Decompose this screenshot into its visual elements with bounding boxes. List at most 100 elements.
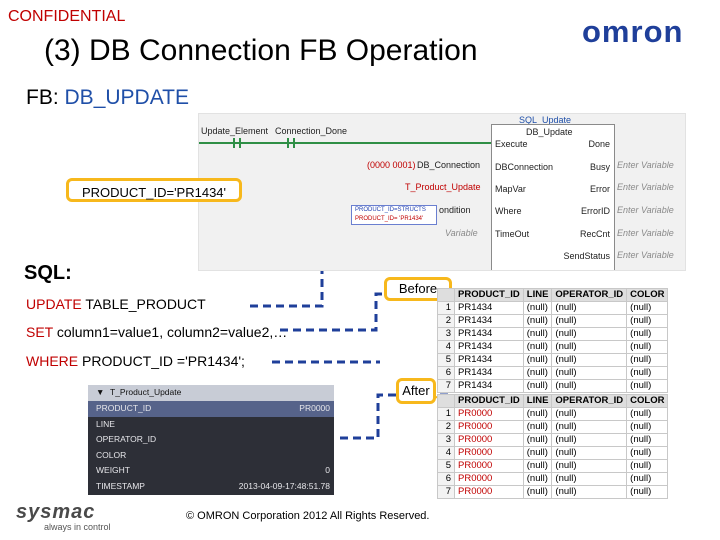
sql-kw-update: UPDATE — [26, 296, 82, 312]
table-cell: PR1434 — [454, 379, 524, 393]
column-header[interactable]: PRODUCT_ID — [454, 288, 524, 302]
watch-row[interactable]: OPERATOR_ID — [96, 434, 157, 444]
table-cell: (null) — [626, 379, 669, 393]
sql-where-text: PRODUCT_ID ='PR1434'; — [78, 353, 245, 369]
table-cell: (null) — [551, 472, 628, 486]
table-cell: PR1434 — [454, 366, 524, 380]
sysmac-logo-text: sysmac — [16, 501, 95, 523]
pin-in-mapvar: MapVar — [495, 184, 526, 194]
row-index: 6 — [437, 366, 455, 380]
fb-type-name: DB_Update — [526, 127, 573, 137]
table-cell: PR0000 — [454, 420, 524, 434]
sql-kw-set: SET — [26, 324, 53, 340]
pin-in-where: Where — [495, 206, 522, 216]
contact-update-element[interactable] — [233, 138, 241, 148]
omron-logo: omron — [582, 16, 682, 46]
table-cell: (null) — [626, 420, 669, 434]
watch-struct-header[interactable]: ▼ T_Product_Update — [88, 385, 334, 401]
row-index: 1 — [437, 301, 455, 315]
table-cell: (null) — [522, 379, 553, 393]
table-cell: (null) — [522, 366, 553, 380]
column-header[interactable]: COLOR — [626, 394, 669, 408]
table-cell: (null) — [522, 446, 553, 460]
table-cell: (null) — [551, 327, 628, 341]
sql-kw-where: WHERE — [26, 353, 79, 369]
table-cell: PR0000 — [454, 407, 524, 421]
row-index: 5 — [437, 353, 455, 367]
row-index: 2 — [437, 420, 455, 434]
column-header[interactable]: OPERATOR_ID — [551, 394, 628, 408]
table-cell: (null) — [522, 340, 553, 354]
sendstatus-enter-variable[interactable]: Enter Variable — [617, 250, 674, 260]
confidential-label: CONFIDENTIAL — [8, 8, 126, 25]
error-enter-variable[interactable]: Enter Variable — [617, 182, 674, 192]
pin-out-sendstatus: SendStatus — [563, 251, 610, 261]
table-cell: (null) — [626, 314, 669, 328]
where-input-popup[interactable]: PRODUCT_ID=STRUCTS PRODUCT_ID= 'PR1434' — [351, 205, 437, 225]
sql-line-update: UPDATE TABLE_PRODUCT — [26, 296, 206, 312]
mapvar-var[interactable]: T_Product_Update — [405, 182, 481, 192]
pin-out-errorid: ErrorID — [581, 206, 610, 216]
dashed-connector-taglist-to-after — [340, 393, 448, 440]
column-header[interactable]: PRODUCT_ID — [454, 394, 524, 408]
errorid-enter-variable[interactable]: Enter Variable — [617, 205, 674, 215]
watch-row[interactable]: LINE — [96, 418, 115, 429]
timeout-var[interactable]: Variable — [445, 228, 478, 238]
column-header[interactable]: LINE — [522, 394, 553, 408]
column-header[interactable]: OPERATOR_ID — [551, 288, 628, 302]
busy-enter-variable[interactable]: Enter Variable — [617, 160, 674, 170]
function-block[interactable]: DB_Update Execute DBConnection MapVar Wh… — [491, 124, 615, 270]
table-cell: (null) — [522, 472, 553, 486]
watch-row[interactable]: COLOR — [96, 449, 127, 460]
column-header[interactable]: COLOR — [626, 288, 669, 302]
row-index: 1 — [437, 407, 455, 421]
column-header[interactable]: LINE — [522, 288, 553, 302]
pin-in-timeout: TimeOut — [495, 229, 530, 239]
table-cell: (null) — [626, 301, 669, 315]
where-callout: PRODUCT_ID='PR1434' — [66, 178, 242, 202]
table-cell: (null) — [626, 485, 669, 499]
ladder-diagram[interactable]: Update_Element Connection_Done SQL_Updat… — [198, 113, 686, 271]
table-cell: (null) — [551, 446, 628, 460]
contact-connection-done[interactable] — [287, 138, 295, 148]
table-cell: (null) — [551, 340, 628, 354]
table-cell: (null) — [551, 420, 628, 434]
pin-out-done: Done — [588, 139, 610, 149]
collapse-triangle-icon[interactable]: ▼ — [96, 387, 105, 397]
row-index: 3 — [437, 433, 455, 447]
where-var[interactable]: ondition — [439, 205, 471, 215]
table-cell: (null) — [551, 353, 628, 367]
row-index: 4 — [437, 340, 455, 354]
reccnt-enter-variable[interactable]: Enter Variable — [617, 228, 674, 238]
pin-in-execute: Execute — [495, 139, 528, 149]
pin-out-busy: Busy — [589, 162, 610, 172]
copyright: © OMRON Corporation 2012 All Rights Rese… — [186, 510, 430, 522]
db-connection-var[interactable]: DB_Connection — [417, 160, 481, 170]
table-cell: (null) — [551, 485, 628, 499]
row-index: 3 — [437, 327, 455, 341]
where-popup-line2: PRODUCT_ID= 'PR1434' — [355, 216, 424, 222]
table-cell: PR1434 — [454, 327, 524, 341]
table-cell: (null) — [551, 301, 628, 315]
